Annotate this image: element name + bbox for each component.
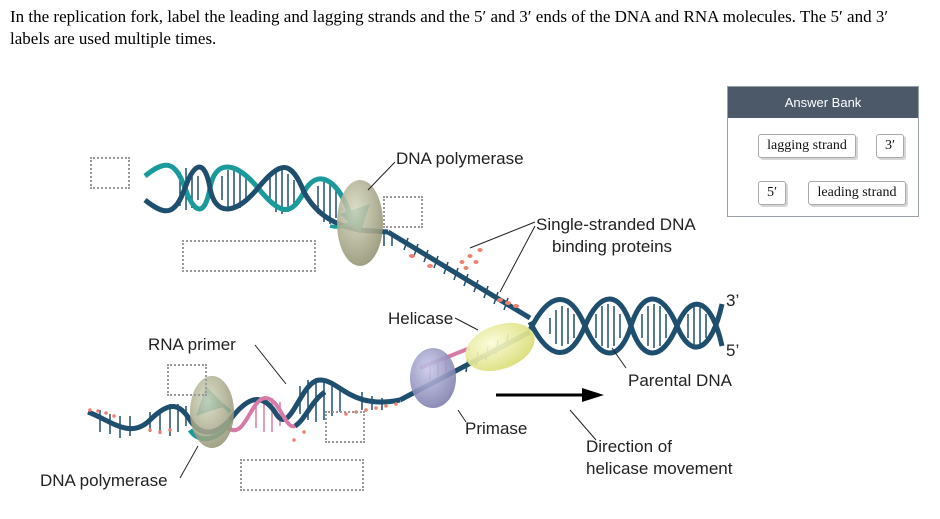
- answer-bank-title: Answer Bank: [728, 87, 918, 118]
- drop-target-top-strand[interactable]: [182, 240, 316, 272]
- parental-dna-helix: [527, 296, 725, 356]
- helicase-blob: [465, 322, 535, 372]
- label-direction-line2: helicase movement: [586, 459, 733, 478]
- label-end-3-prime: 3’: [726, 291, 739, 310]
- drop-target-top-right-end[interactable]: [383, 196, 423, 228]
- leader-lines: [179, 161, 627, 479]
- label-direction-line1: Direction of: [586, 437, 672, 456]
- question-text: In the replication fork, label the leadi…: [10, 7, 889, 48]
- label-dna-polymerase-top: DNA polymerase: [396, 149, 524, 168]
- answer-chip-lagging-strand[interactable]: lagging strand: [758, 134, 856, 158]
- label-primase: Primase: [465, 419, 527, 438]
- answer-chip-3-prime[interactable]: 3′: [876, 134, 904, 158]
- label-end-5-prime: 5’: [726, 341, 739, 360]
- label-helicase: Helicase: [388, 309, 453, 328]
- label-ssb-line2: binding proteins: [552, 237, 672, 256]
- upper-template-strand: [386, 229, 532, 321]
- drop-target-bottom-right-end[interactable]: [325, 411, 365, 443]
- ssb-proteins: [409, 248, 519, 308]
- drop-target-top-left-end[interactable]: [90, 157, 130, 189]
- answer-bank: Answer Bank lagging strand 3′ 5′ leading…: [727, 86, 919, 217]
- dna-polymerase-top-blob: [337, 180, 383, 266]
- drop-target-bottom-strand[interactable]: [240, 459, 364, 491]
- label-parental-dna: Parental DNA: [628, 371, 733, 390]
- answer-chip-5-prime[interactable]: 5′: [758, 181, 786, 205]
- label-rna-primer: RNA primer: [148, 335, 236, 354]
- label-ssb-line1: Single-stranded DNA: [536, 215, 696, 234]
- top-dna-helix: [143, 162, 389, 235]
- primase-blob: [410, 348, 456, 408]
- drop-target-primer-end[interactable]: [167, 364, 207, 396]
- label-dna-polymerase-bottom: DNA polymerase: [40, 471, 168, 490]
- direction-arrow: [496, 388, 604, 402]
- answer-chip-leading-strand[interactable]: leading strand: [808, 181, 906, 205]
